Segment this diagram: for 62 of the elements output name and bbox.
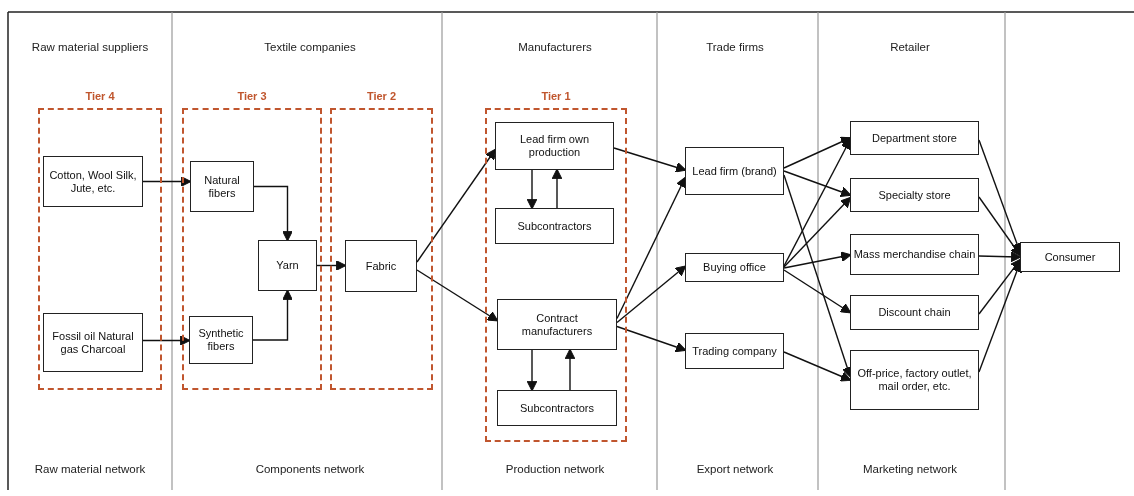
- arrow: [978, 258, 1022, 315]
- column-heading: Retailer: [889, 40, 931, 54]
- tier-label: Tier 3: [236, 90, 268, 102]
- column-heading: Trade firms: [705, 40, 765, 54]
- arrow: [616, 325, 687, 353]
- arrow: [783, 196, 852, 268]
- arrow: [783, 136, 852, 169]
- process-box: Yarn: [258, 240, 317, 291]
- arrow: [142, 335, 191, 346]
- arrow: [253, 185, 293, 242]
- network-label: Components network: [254, 462, 366, 476]
- process-box: Consumer: [1020, 242, 1120, 272]
- process-box: Fabric: [345, 240, 417, 292]
- process-box: Subcontractors: [497, 390, 617, 426]
- process-box: Buying office: [685, 253, 784, 282]
- arrow: [526, 169, 538, 210]
- network-label: Marketing network: [862, 462, 958, 476]
- process-box: Synthetic fibers: [189, 316, 253, 364]
- arrow: [564, 348, 576, 391]
- arrow: [783, 251, 852, 269]
- process-box: Off-price, factory outlet, mail order, etc.: [850, 350, 979, 410]
- column-heading: Raw material suppliers: [30, 40, 150, 54]
- arrow: [616, 265, 687, 324]
- arrow: [416, 148, 497, 263]
- arrow: [252, 289, 293, 341]
- arrow: [613, 147, 687, 173]
- arrow: [526, 349, 538, 392]
- process-box: Trading company: [685, 333, 784, 369]
- arrow: [783, 170, 852, 198]
- arrow: [783, 269, 852, 314]
- process-box: Specialty store: [850, 178, 979, 212]
- process-box: Lead firm own production: [495, 122, 614, 170]
- process-box: Natural fibers: [190, 161, 254, 212]
- process-box: Department store: [850, 121, 979, 155]
- column-heading: Textile companies: [263, 40, 357, 54]
- arrow: [316, 260, 347, 271]
- arrow: [142, 176, 192, 187]
- process-box: Fossil oil Natural gas Charcoal: [43, 313, 143, 372]
- arrow: [783, 351, 852, 382]
- tier-label: Tier 4: [84, 90, 116, 102]
- tier-box: [182, 90, 322, 390]
- arrow: [551, 168, 563, 209]
- arrow: [978, 196, 1022, 257]
- process-box: Subcontractors: [495, 208, 614, 244]
- arrow: [978, 251, 1022, 263]
- network-label: Production network: [504, 462, 606, 476]
- network-label: Export network: [695, 462, 775, 476]
- process-box: Discount chain: [850, 295, 979, 330]
- process-box: Contract manufacturers: [497, 299, 617, 350]
- column-heading: Manufacturers: [517, 40, 593, 54]
- tier-label: Tier 1: [540, 90, 572, 102]
- tier-box: [485, 90, 627, 442]
- tier-box: [38, 90, 162, 390]
- arrow: [783, 138, 851, 267]
- tier-label: Tier 2: [365, 90, 398, 102]
- tier-box: [330, 90, 433, 390]
- process-box: Lead firm (brand): [685, 147, 784, 195]
- process-box: Mass merchandise chain: [850, 234, 979, 275]
- arrow: [616, 176, 687, 320]
- network-label: Raw material network: [33, 462, 147, 476]
- arrow: [416, 269, 499, 322]
- process-box: Cotton, Wool Silk, Jute, etc.: [43, 156, 143, 207]
